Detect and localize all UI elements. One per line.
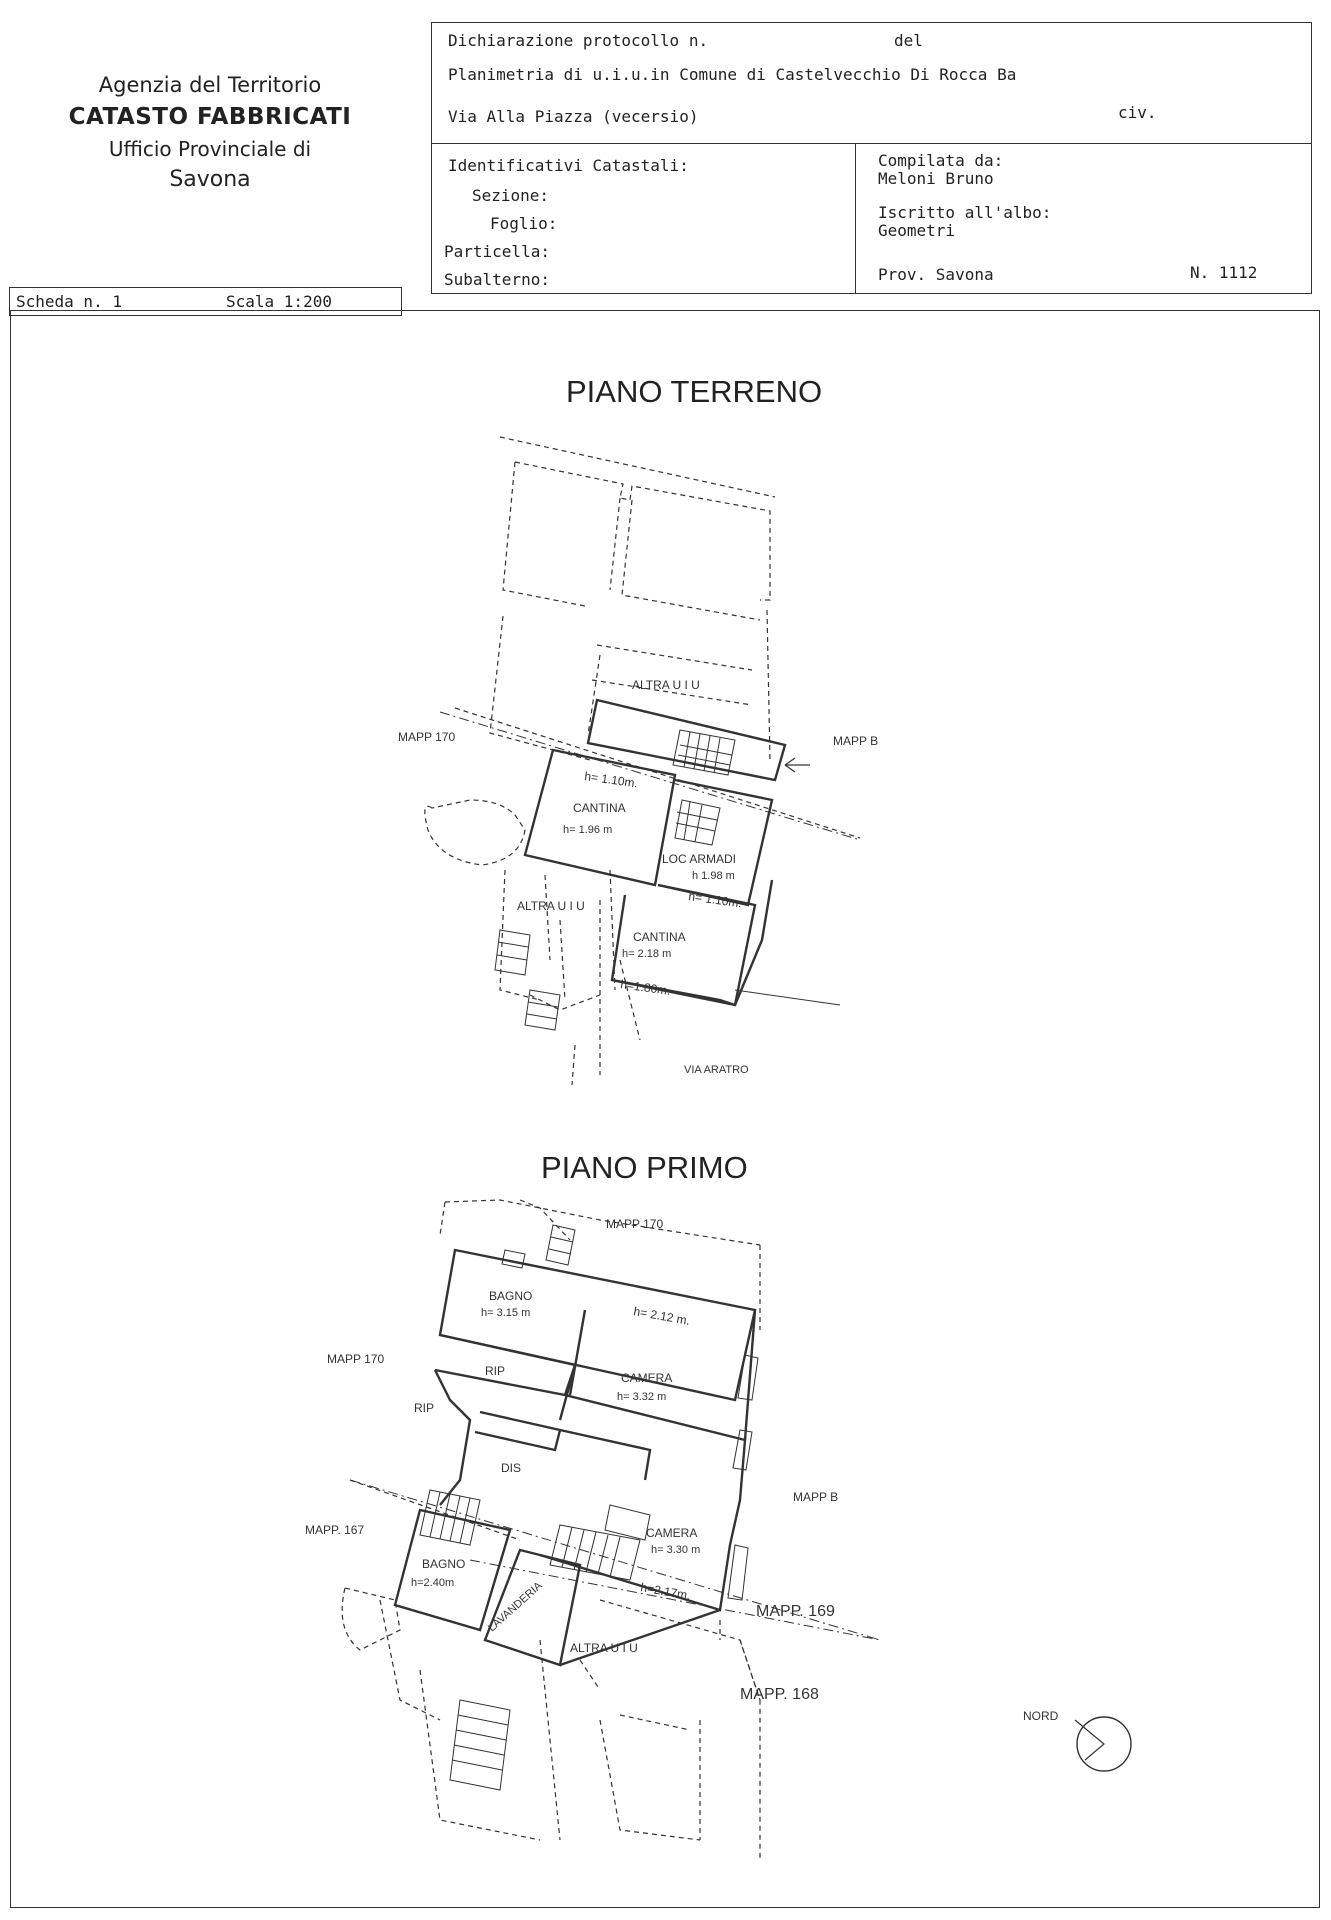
label-height-217: h=2.17m. [639,1580,691,1603]
identificativi-label: Identificativi Catastali: [448,156,689,175]
drawing-sheet [10,310,1320,1908]
label-mapp-167: MAPP. 167 [305,1523,364,1537]
declaration-top-section: Dichiarazione protocollo n. del Planimet… [432,23,1311,144]
label-mapp-170-left: MAPP 170 [327,1352,384,1366]
ground-floor-plan [424,436,861,1086]
label-bagno-1: BAGNO [489,1289,532,1303]
office-name: Ufficio Provinciale di [108,137,312,161]
label-mapp-170: MAPP 170 [398,730,455,744]
label-camera-1: CAMERA [621,1371,672,1385]
label-nord: NORD [1023,1709,1059,1723]
first-floor-walls [393,1248,757,1667]
label-bagno-1-height: h= 3.15 m [481,1307,530,1319]
subalterno-label: Subalterno: [444,270,550,289]
ground-floor-walls [523,698,787,1007]
label-bagno-2-height: h=2.40m [411,1577,454,1589]
label-rip-2: RIP [414,1401,434,1415]
label-cantina-2: CANTINA [633,930,686,944]
north-circle [1076,1716,1132,1772]
first-floor-title: PIANO PRIMO [541,1150,748,1185]
first-floor-adjacent-outline [341,1199,761,1860]
sezione-label: Sezione: [472,186,550,205]
particella-label: Particella: [444,242,550,261]
label-via-aratro: VIA ARATRO [684,1064,749,1076]
label-mapp-169: MAPP. 169 [756,1603,835,1620]
entrance-arrow [784,757,810,773]
scheda-label: Scheda n. 1 [16,292,122,311]
registry-name: CATASTO FABBRICATI [68,104,352,130]
ground-floor-labels: ALTRA U I U MAPP 170 MAPP B h= 1.10m. CA… [398,678,878,1076]
registration-number: N. 1112 [1190,263,1258,282]
label-cantina-1-height: h= 1.96 m [563,824,612,836]
label-altra-uiu-first: ALTRA U I U [570,1641,638,1655]
first-floor-labels: MAPP 170 BAGNO h= 3.15 m h= 2.12 m. MAPP… [305,1217,1059,1723]
label-cantina-1: CANTINA [573,801,626,815]
first-section-line-2 [469,1559,881,1641]
label-cantina-2-height: h= 2.18 m [622,948,671,960]
label-loc-armadi-height: h 1.98 m [692,870,735,882]
address-text: Via Alla Piazza (vecersio) [448,107,699,126]
ground-section-line [439,711,861,841]
first-floor-plan [341,1199,1132,1860]
compilata-label: Compilata da: [878,151,1004,170]
province-label: Prov. Savona [878,265,994,284]
iscritto-label: Iscritto all'albo: [878,203,1052,222]
foglio-label: Foglio: [490,214,558,233]
label-altra-uiu-2: ALTRA U I U [517,899,585,913]
label-height-110-b: h= 1.10m. [688,889,743,910]
street-line [734,989,841,1006]
del-label: del [894,31,923,50]
agency-block: Agenzia del Territorio CATASTO FABBRICAT… [60,70,360,196]
label-loc-armadi: LOC ARMADI [662,852,736,866]
civ-label: civ. [1118,103,1157,122]
north-arrow [1074,1719,1105,1761]
label-height-180: h=1.80m. [620,977,672,998]
scheda-box: Scheda n. 1 Scala 1:200 [9,287,402,316]
scale-label: Scala 1:200 [226,292,332,311]
cadastral-identifiers: Identificativi Catastali: Sezione: Fogli… [432,144,856,293]
label-lavanderia: LAVANDERIA [486,1579,545,1634]
adjacent-buildings-outline [424,436,861,1086]
label-altra-uiu-1: ALTRA U I U [632,678,700,692]
label-camera-2: CAMERA [646,1526,697,1540]
label-bagno-2: BAGNO [422,1557,465,1571]
protocollo-label: Dichiarazione protocollo n. [448,31,709,50]
office-city: Savona [169,167,251,192]
first-section-line-1 [349,1479,881,1641]
ground-floor-stairs [494,729,736,1031]
label-mapp-168: MAPP. 168 [740,1686,819,1703]
label-height-212: h= 2.12 m. [632,1304,691,1328]
agency-name: Agenzia del Territorio [98,73,322,97]
ground-floor-title: PIANO TERRENO [566,374,823,409]
first-floor-stairs [419,1224,759,1791]
label-camera-1-height: h= 3.32 m [617,1391,666,1403]
label-mapp-b-first: MAPP B [793,1490,838,1504]
label-height-110-a: h= 1.10m. [584,769,639,790]
label-mapp-b: MAPP B [833,734,878,748]
label-rip-1: RIP [485,1364,505,1378]
iscritto-value: Geometri [878,221,956,240]
label-dis: DIS [501,1461,521,1475]
label-mapp-170-top: MAPP 170 [606,1217,663,1231]
compilata-value: Meloni Bruno [878,169,994,188]
planimetria-text: Planimetria di u.i.u.in Comune di Castel… [448,65,1017,84]
label-camera-2-height: h= 3.30 m [651,1544,700,1556]
declaration-header: Dichiarazione protocollo n. del Planimet… [431,22,1312,294]
